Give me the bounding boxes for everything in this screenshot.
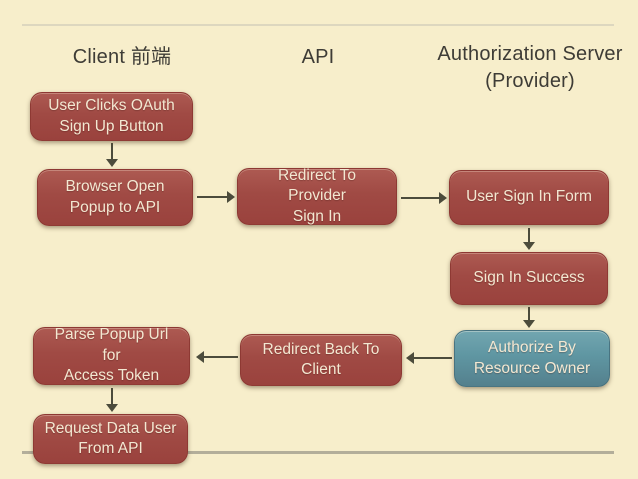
node-label-line: Access Token xyxy=(63,367,160,385)
node-label-line: Browser Open xyxy=(65,178,165,196)
node-label-line: Popup to API xyxy=(69,198,161,216)
flow-arrow-right-browseropen-to-redirectprovider xyxy=(197,191,235,203)
arrow-head-icon xyxy=(406,352,414,364)
bottom-divider-line xyxy=(22,451,614,454)
node-label-line: Sign In Success xyxy=(473,269,585,287)
column-header-api: API xyxy=(268,44,368,71)
node-sign-in-success: Sign In Success xyxy=(450,252,608,305)
arrow-shaft xyxy=(204,356,238,358)
arrow-shaft xyxy=(111,143,113,159)
arrow-head-icon xyxy=(439,192,447,204)
column-header-auth-server: Authorization Server (Provider) xyxy=(424,41,636,95)
arrow-head-icon xyxy=(106,159,118,167)
top-divider-line xyxy=(22,24,614,26)
node-request-data-user: Request Data User From API xyxy=(33,414,188,464)
flow-arrow-down-parsepopup-to-requestdata xyxy=(106,388,118,412)
node-redirect-back-to-client: Redirect Back To Client xyxy=(240,334,402,386)
node-label-line: Request Data User xyxy=(44,419,177,437)
node-authorize-by-resource-owner: Authorize By Resource Owner xyxy=(454,330,610,387)
flow-arrow-left-redirectback-to-parsepopup xyxy=(196,351,238,363)
flow-arrow-down-usersignin-to-signinsuccess xyxy=(523,228,535,250)
node-user-clicks-oauth: User Clicks OAuth Sign Up Button xyxy=(30,92,193,141)
arrow-head-icon xyxy=(227,191,235,203)
node-label-line: Parse Popup Url for xyxy=(54,326,169,364)
node-label-line: Client xyxy=(301,361,341,378)
node-label-line: Redirect Back To xyxy=(262,340,380,358)
arrow-shaft xyxy=(414,357,452,359)
node-browser-open-popup: Browser Open Popup to API xyxy=(37,169,193,226)
node-label-line: From API xyxy=(78,440,143,457)
arrow-head-icon xyxy=(523,320,535,328)
node-redirect-to-provider: Redirect To Provider Sign In xyxy=(237,166,397,225)
arrow-shaft xyxy=(197,196,227,198)
flow-arrow-down-signinsuccess-to-authorize xyxy=(523,307,535,328)
arrow-shaft xyxy=(401,197,439,199)
arrow-shaft xyxy=(111,388,113,404)
node-label-line: Redirect To Provider xyxy=(277,166,357,205)
node-user-sign-in-form: User Sign In Form xyxy=(449,170,609,225)
column-header-client: Client 前端 xyxy=(42,44,202,71)
column-header-auth-server-line2: (Provider) xyxy=(485,70,575,92)
node-label-line: Sign Up Button xyxy=(59,117,164,135)
column-header-client-label: Client 前端 xyxy=(72,46,172,68)
arrow-head-icon xyxy=(523,242,535,250)
arrow-head-icon xyxy=(106,404,118,412)
flow-arrow-left-authorize-to-redirectback xyxy=(406,352,452,364)
node-label-line: Authorize By xyxy=(488,339,576,357)
arrow-shaft xyxy=(528,228,530,242)
arrow-head-icon xyxy=(196,351,204,363)
node-label-line: Sign In xyxy=(292,207,342,225)
node-label-line: User Clicks OAuth xyxy=(48,97,175,115)
node-label-line: User Sign In Form xyxy=(466,188,592,206)
node-label-line: Resource Owner xyxy=(473,359,591,377)
flow-arrow-down-userclicks-to-browseropen xyxy=(106,143,118,167)
column-header-auth-server-line1: Authorization Server xyxy=(437,43,623,65)
flow-arrow-right-redirectprovider-to-usersignin xyxy=(401,192,447,204)
arrow-shaft xyxy=(528,307,530,320)
column-header-api-label: API xyxy=(301,46,335,68)
node-parse-popup-url: Parse Popup Url for Access Token xyxy=(33,326,190,385)
